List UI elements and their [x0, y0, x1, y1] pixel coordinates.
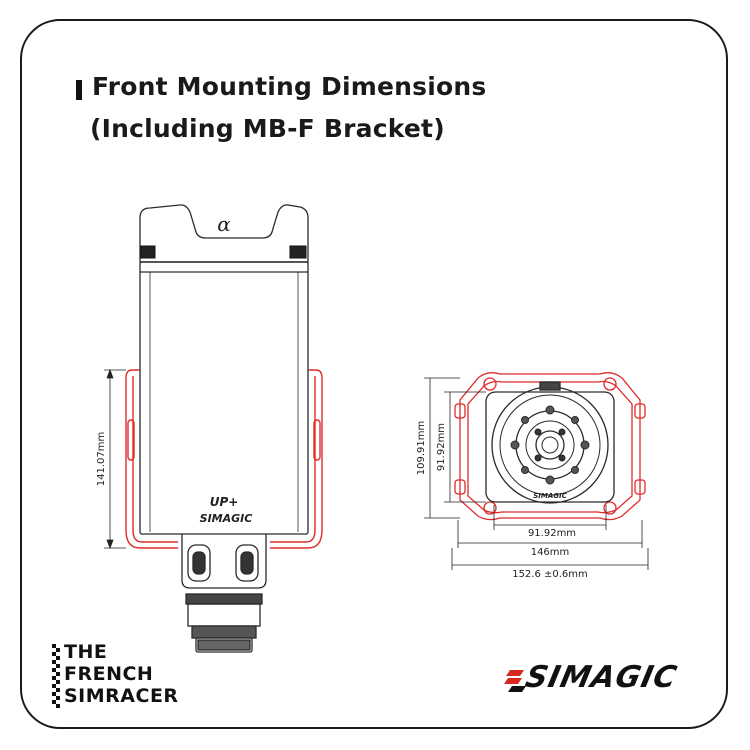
logo-text: SIMAGIC	[522, 660, 681, 695]
front-bracket	[454, 372, 646, 521]
dim-total-width-label: 152.6 ±0.6mm	[512, 569, 588, 580]
title-line-1: Front Mounting Dimensions	[92, 72, 487, 101]
title-line-2: (Including MB-F Bracket)	[90, 114, 445, 143]
motor-housing	[485, 381, 615, 504]
vent-right	[289, 245, 307, 259]
badge-line-1: THE	[64, 641, 108, 663]
bolt-holes	[510, 405, 590, 485]
side-bracket	[125, 369, 323, 549]
side-up-mark: UP+	[210, 495, 239, 509]
front-dimensions	[424, 377, 649, 570]
side-view	[104, 204, 323, 653]
mount-block	[181, 534, 267, 589]
title-marker	[76, 80, 82, 100]
vent-left	[140, 245, 156, 259]
simagic-logo: SIMAGIC	[500, 660, 710, 700]
height-dimension	[104, 368, 126, 550]
badge-line-3: SIMRACER	[64, 685, 179, 707]
logo-stripes-icon	[504, 670, 526, 692]
top-cap	[139, 204, 309, 263]
main-body	[139, 261, 309, 535]
dim-bracket-width-label: 146mm	[531, 547, 570, 558]
height-dimension-label: 141.07mm	[96, 432, 107, 486]
dim-outer-height-label: 109.91mm	[416, 421, 427, 475]
checkered-flag-icon	[52, 644, 60, 708]
dim-inner-width-label: 91.92mm	[528, 528, 576, 539]
side-brand-mark: SIMAGIC	[200, 512, 253, 525]
side-top-mark: α	[217, 212, 231, 236]
shaft-collar	[185, 593, 263, 605]
front-view	[424, 372, 649, 570]
dim-inner-height-label: 91.92mm	[436, 423, 447, 471]
french-simracer-badge: THE FRENCH SIMRACER	[52, 642, 202, 712]
content-card	[20, 19, 728, 729]
front-brand-mark: SIMAGIC	[533, 492, 567, 500]
badge-line-2: FRENCH	[64, 663, 154, 685]
